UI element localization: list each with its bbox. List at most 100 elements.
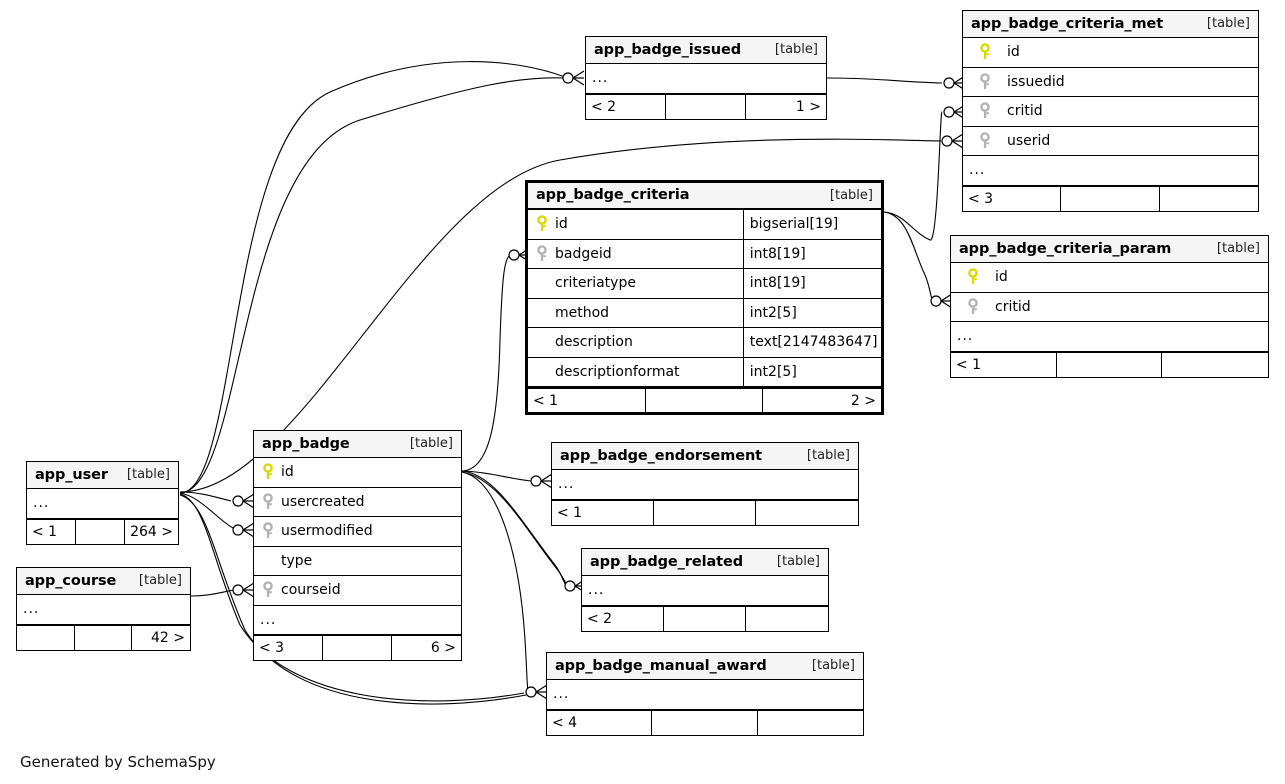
child-relation-count — [756, 501, 858, 525]
table-header-app_badge_issued: app_badge_issued[table] — [586, 37, 826, 64]
table-row[interactable]: id — [254, 458, 461, 488]
more-columns-row: ... — [254, 606, 461, 635]
footer-spacer — [664, 606, 746, 631]
column-name: id — [555, 216, 568, 233]
column-name: descriptionformat — [555, 363, 680, 380]
child-relation-count — [758, 711, 863, 735]
child-relation-count — [746, 607, 828, 631]
footer-spacer — [323, 636, 392, 660]
column-name: usermodified — [281, 523, 373, 540]
table-name: app_badge_criteria_met — [971, 15, 1164, 32]
column-type: bigserial[19] — [742, 210, 881, 239]
table-row[interactable]: issuedid — [963, 68, 1258, 97]
child-relation-count — [1160, 187, 1258, 211]
parent-relation-count: < 3 — [254, 636, 323, 660]
relationship-edge — [179, 61, 566, 494]
table-row[interactable]: id — [951, 263, 1268, 293]
column-name: id — [995, 269, 1008, 286]
relationship-edge — [883, 111, 943, 241]
more-columns-row: ... — [552, 470, 858, 500]
column-type: int8[19] — [742, 239, 881, 268]
child-relation-count: 264 > — [130, 523, 173, 540]
relationship-edge — [883, 211, 935, 302]
more-columns-row: ... — [586, 64, 826, 94]
parent-relation-count: < 2 — [582, 606, 664, 631]
table-node-app_badge_endorsement[interactable]: app_badge_endorsement [table]...< 1 — [551, 442, 859, 526]
ellipsis-label: ... — [33, 495, 50, 512]
table-row[interactable]: usermodified — [254, 517, 461, 547]
footer-spacer — [76, 519, 126, 544]
table-header-app_course: app_course[table] — [17, 568, 190, 595]
table-row[interactable]: userid — [963, 127, 1258, 156]
footer-spacer — [75, 625, 133, 650]
child-relation-count: 42 > — [151, 629, 186, 646]
table-row[interactable]: type — [254, 547, 461, 576]
parent-relation-count: < 1 — [552, 500, 654, 525]
primary-key-icon — [965, 268, 981, 286]
foreign-key-icon — [977, 102, 993, 120]
table-footer-app_badge: < 3 6 > — [254, 635, 461, 660]
footer-spacer — [654, 500, 756, 525]
table-row[interactable]: id bigserial[19] — [528, 210, 881, 240]
column-name: courseid — [281, 582, 341, 599]
table-name: app_badge_criteria_param — [959, 240, 1172, 257]
table-name: app_badge_manual_award — [555, 657, 767, 674]
column-name: criteriatype — [555, 275, 636, 292]
ellipsis-label: ... — [588, 582, 605, 599]
footer-spacer — [1057, 352, 1163, 377]
table-row[interactable]: badgeid int8[19] — [528, 239, 881, 269]
footer-spacer — [666, 94, 746, 119]
footer-spacer — [646, 389, 764, 412]
more-columns-row: ... — [27, 489, 178, 519]
table-type-tag: [table] — [774, 42, 818, 57]
column-name: critid — [1007, 103, 1043, 120]
foreign-key-icon — [977, 72, 993, 91]
child-relation-count: 6 > — [430, 640, 456, 656]
table-node-app_badge_related[interactable]: app_badge_related [table]... < 2 — [581, 548, 829, 632]
table-row[interactable]: critid — [963, 97, 1258, 127]
column-name: issuedid — [1007, 73, 1065, 90]
table-type-tag: [table] — [806, 448, 850, 463]
primary-key-icon — [260, 463, 276, 481]
table-node-app_course[interactable]: app_course[table]... 42 > — [16, 567, 191, 651]
ellipsis-label: ... — [969, 162, 986, 179]
table-type-tag: [table] — [776, 554, 820, 569]
table-row[interactable]: descriptionformat int2[5] — [528, 357, 881, 387]
table-header-app_badge: app_badge[table] — [254, 431, 461, 458]
column-type: int2[5] — [742, 357, 881, 386]
table-row[interactable]: courseid — [254, 576, 461, 606]
more-columns-row: ... — [582, 576, 828, 606]
parent-relation-count: < 1 — [951, 352, 1057, 377]
table-node-app_badge_manual_award[interactable]: app_badge_manual_award[table]...< 4 — [546, 652, 864, 736]
column-type: int2[5] — [742, 298, 881, 327]
footer-spacer — [1061, 186, 1160, 211]
table-header-app_badge_manual_award: app_badge_manual_award[table] — [547, 653, 863, 680]
column-name: method — [555, 304, 610, 321]
column-name: description — [555, 334, 633, 351]
parent-relation-count: < 1 — [27, 519, 77, 544]
table-footer-app_user: < 1 264 > — [27, 518, 178, 544]
table-name: app_badge_related — [590, 553, 743, 570]
table-row[interactable]: critid — [951, 293, 1268, 322]
table-name: app_badge_endorsement — [560, 447, 763, 464]
table-row[interactable]: id — [963, 38, 1258, 68]
ellipsis-label: ... — [23, 601, 40, 618]
relationship-edge — [190, 589, 235, 597]
relationship-edge — [461, 471, 529, 691]
foreign-key-icon — [534, 244, 550, 263]
column-name: badgeid — [555, 245, 612, 262]
crows-foot-endpoint — [232, 493, 255, 509]
table-row[interactable]: method int2[5] — [528, 298, 881, 328]
foreign-key-icon — [260, 581, 276, 599]
table-name: app_badge_criteria — [536, 187, 690, 203]
table-row[interactable]: usercreated — [254, 488, 461, 517]
